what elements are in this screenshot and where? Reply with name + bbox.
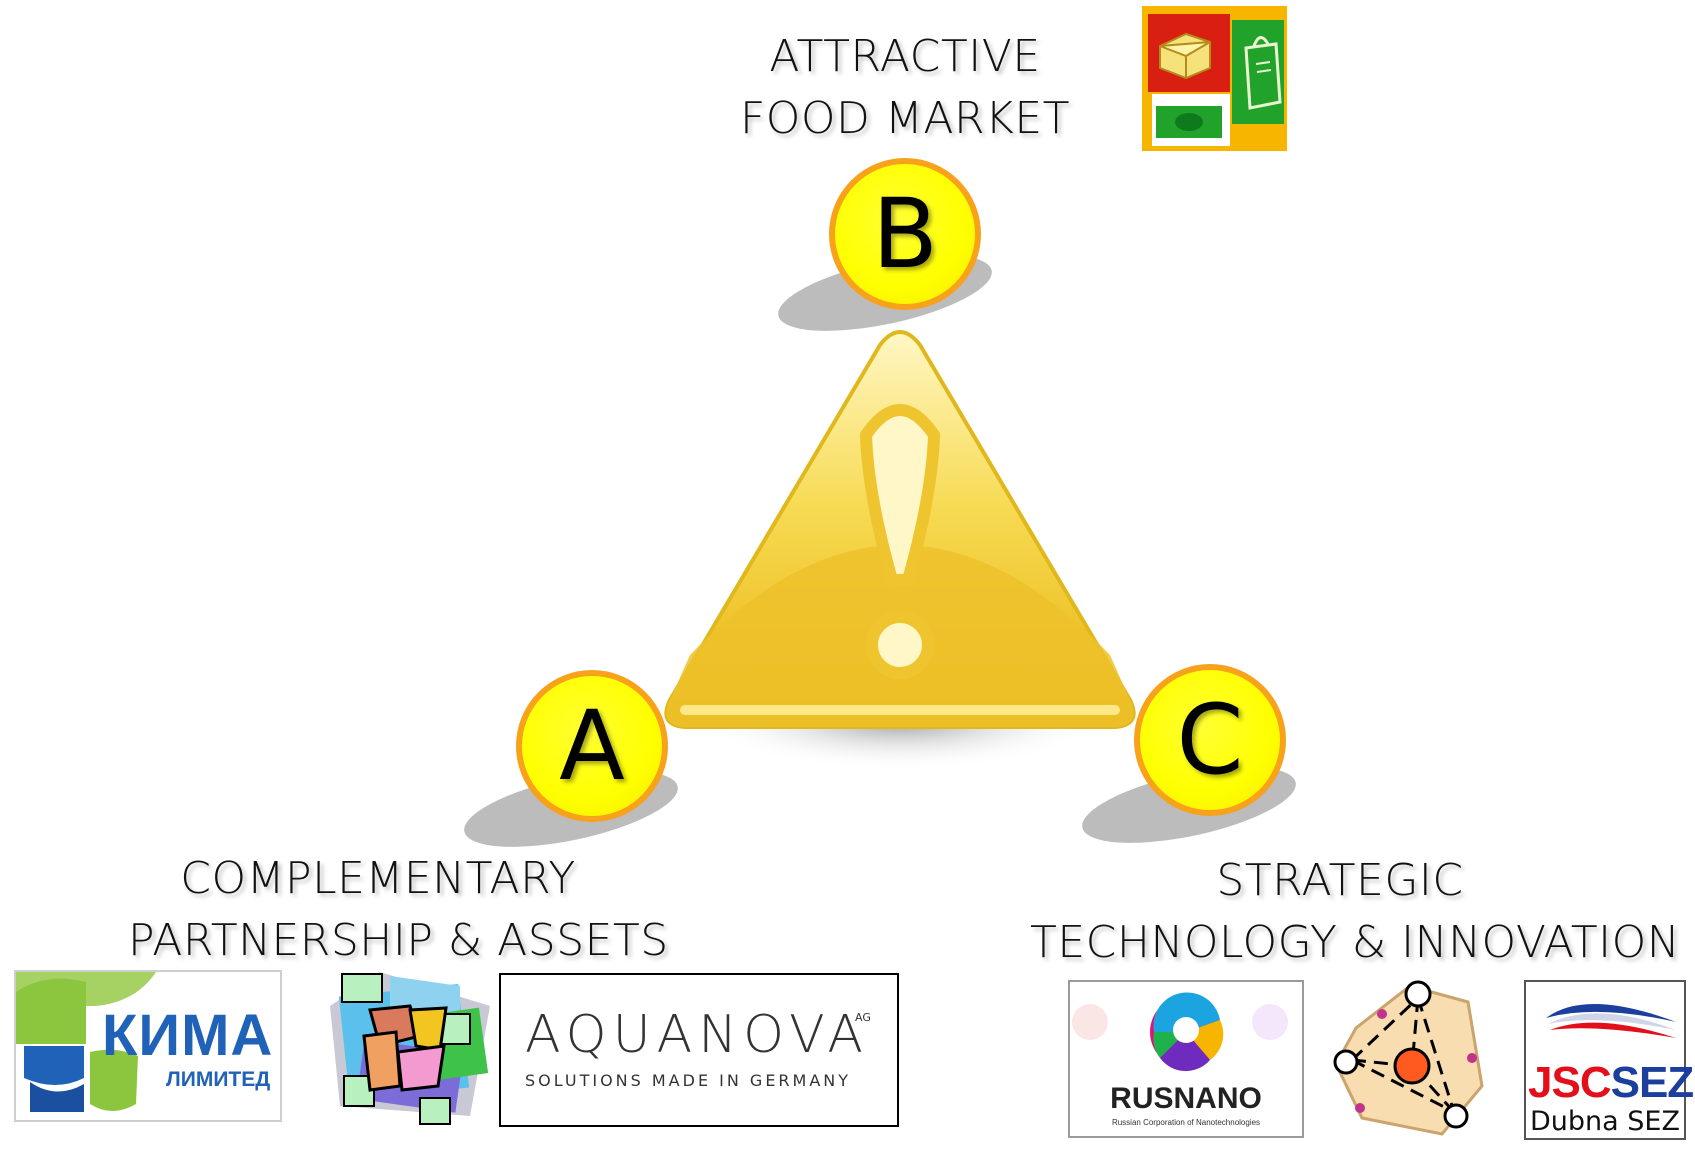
- jscsez-name-blue: SEZ: [1610, 1058, 1695, 1107]
- kima-name: КИМА: [102, 1003, 274, 1068]
- node-c-letter: C: [1176, 684, 1244, 796]
- handshake-icon: [320, 966, 495, 1126]
- node-b-title: ATTRACTIVE FOOD MARKET: [739, 31, 1071, 144]
- node-c-circle: C: [1134, 664, 1286, 816]
- jscsez-name: JSCSEZ: [1528, 1058, 1694, 1108]
- rusnano-tagline: Russian Corporation of Nanotechnologies: [1111, 1118, 1261, 1127]
- aquanova-logo: AQUANOVA AG SOLUTIONS MADE IN GERMANY: [499, 973, 899, 1127]
- rusnano-name: RUSNANO: [1110, 1082, 1262, 1115]
- aquanova-suffix: AG: [855, 1011, 871, 1024]
- node-b-letter: B: [872, 178, 938, 290]
- node-c-title: STRATEGIC TECHNOLOGY & INNOVATION: [1030, 855, 1681, 968]
- rusnano-logo: RUSNANO Russian Corporation of Nanotechn…: [1068, 980, 1304, 1138]
- node-a-circle: A: [516, 670, 668, 822]
- molecule-icon: [1322, 968, 1502, 1145]
- warning-triangle-icon: [660, 325, 1140, 785]
- aquanova-name: AQUANOVA: [525, 1005, 869, 1065]
- node-a-letter: A: [559, 690, 625, 802]
- kima-logo: КИМА ЛИМИТЕД: [14, 970, 282, 1122]
- jscsez-subtitle: Dubna SEZ: [1530, 1106, 1680, 1137]
- jscsez-logo: JSCSEZ Dubna SEZ: [1524, 980, 1694, 1140]
- node-a-title: COMPLEMENTARY PARTNERSHIP & ASSETS: [128, 853, 669, 966]
- aquanova-tagline: SOLUTIONS MADE IN GERMANY: [525, 1071, 852, 1090]
- food-market-icon: [1142, 6, 1287, 151]
- kima-subtitle: ЛИМИТЕД: [166, 1068, 271, 1091]
- jscsez-name-red: JSC: [1528, 1058, 1612, 1107]
- node-b-circle: B: [829, 158, 981, 310]
